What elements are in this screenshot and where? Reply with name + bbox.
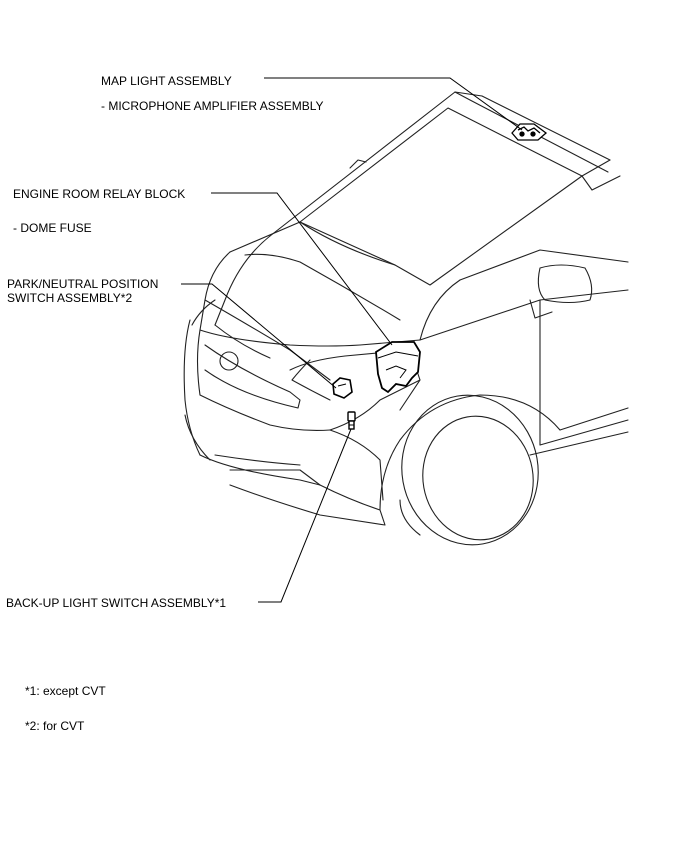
footnote-2: *2: for CVT (25, 719, 85, 733)
backup-light-switch-component (347, 411, 356, 430)
leader-engine-relay (211, 192, 393, 346)
relay-block-component (375, 341, 421, 394)
car-body-outline (183, 91, 629, 546)
leader-map-light (264, 77, 523, 131)
leader-lines (181, 77, 523, 603)
footnote-1: *1: except CVT (25, 684, 106, 698)
label-park-neutral-line2: SWITCH ASSEMBLY*2 (7, 291, 133, 305)
label-dome-fuse: - DOME FUSE (13, 221, 92, 235)
leader-park-neutral (181, 283, 337, 389)
map-light-component (511, 123, 548, 141)
park-neutral-switch-component (332, 377, 353, 399)
label-map-light: MAP LIGHT ASSEMBLY (101, 74, 232, 88)
leader-backup-light (258, 428, 352, 603)
label-engine-room-relay-block: ENGINE ROOM RELAY BLOCK (13, 187, 186, 201)
label-microphone-amplifier: - MICROPHONE AMPLIFIER ASSEMBLY (101, 99, 324, 113)
label-backup-light-switch: BACK-UP LIGHT SWITCH ASSEMBLY*1 (6, 596, 227, 610)
label-park-neutral-line1: PARK/NEUTRAL POSITION (7, 277, 159, 291)
